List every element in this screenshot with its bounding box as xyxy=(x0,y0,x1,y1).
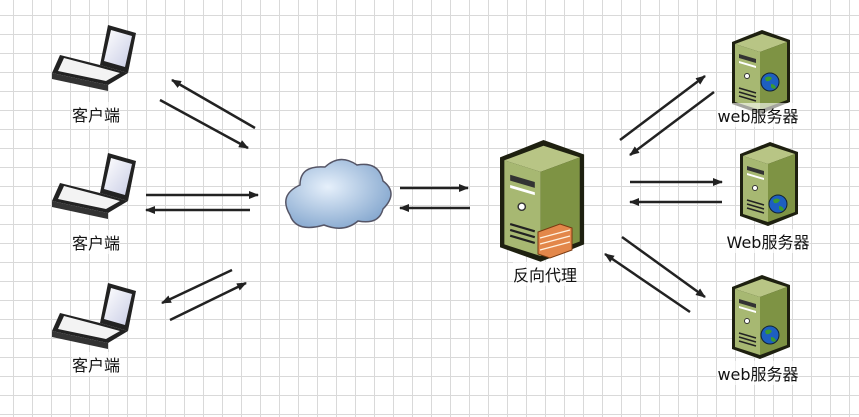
proxy-label: 反向代理 xyxy=(512,262,578,286)
client-label: 客户端 xyxy=(71,102,121,126)
cloud-icon xyxy=(285,158,392,229)
proxy-server-icon xyxy=(498,138,586,263)
web-server-icon xyxy=(731,29,791,115)
laptop-icon xyxy=(52,283,136,349)
server-label: web服务器 xyxy=(717,103,799,127)
firewall-icon xyxy=(537,223,573,259)
arrow xyxy=(169,281,247,322)
globe-icon xyxy=(760,72,780,92)
arrow xyxy=(604,252,691,314)
client-label: 客户端 xyxy=(71,352,121,376)
arrow xyxy=(621,235,706,299)
arrow xyxy=(161,268,233,305)
arrow xyxy=(159,98,249,150)
arrow xyxy=(619,75,706,141)
server-label: web服务器 xyxy=(717,361,799,385)
web-server-icon xyxy=(739,141,799,227)
globe-icon xyxy=(768,194,788,214)
arrows xyxy=(145,75,723,322)
laptop-icon xyxy=(52,153,136,219)
server-label: Web服务器 xyxy=(726,229,810,253)
arrow xyxy=(629,91,715,156)
arrow xyxy=(171,78,256,130)
globe-icon xyxy=(760,325,780,345)
web-server-icon xyxy=(731,274,791,360)
laptop-icon xyxy=(52,25,136,91)
client-label: 客户端 xyxy=(71,230,121,254)
